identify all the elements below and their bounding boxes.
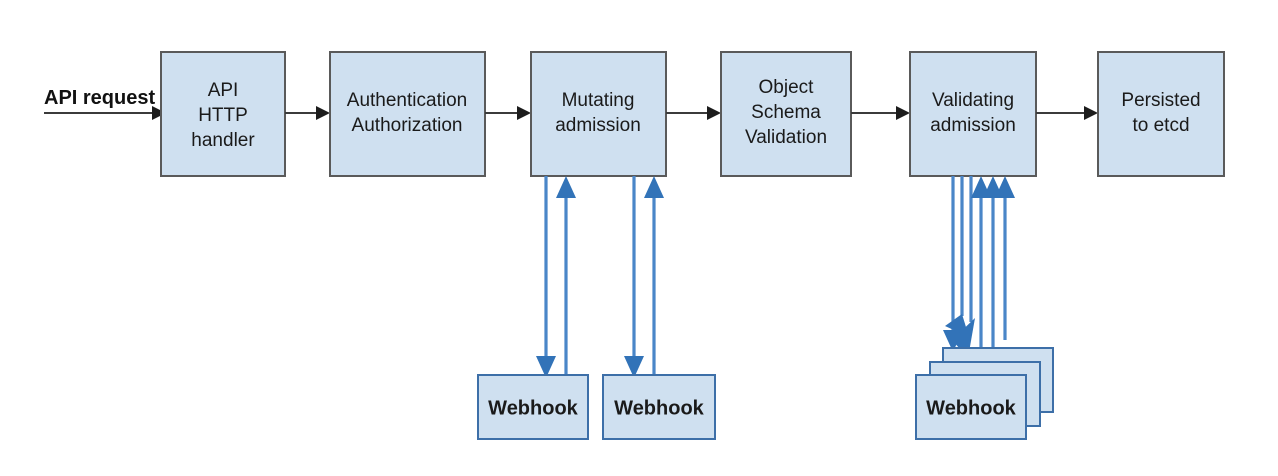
stage-label-line: Authentication <box>347 90 467 111</box>
connector-mutating-webhook-2-call <box>624 176 644 378</box>
connector-authentication-to-mutating <box>485 106 531 120</box>
stage-label-line: Persisted <box>1121 90 1200 111</box>
webhook-box[interactable]: Webhook <box>915 374 1027 440</box>
connector-api-http-handler-to-authentication <box>285 106 330 120</box>
stage-label-line: handler <box>191 130 255 151</box>
entry-arrow-icon <box>44 106 166 120</box>
connector-validating-webhook-1-return <box>971 176 991 362</box>
stage-label-line: admission <box>555 115 641 136</box>
entry-label: API request <box>44 87 155 109</box>
webhook-label: Webhook <box>614 397 705 419</box>
connector-object-schema-to-validating <box>851 106 910 120</box>
stage-object-schema-validation[interactable]: Object Schema Validation <box>720 51 852 177</box>
connector-validating-webhook-2-call <box>945 176 969 337</box>
stage-label-line: Validation <box>745 127 827 148</box>
connector-mutating-to-object-schema <box>666 106 721 120</box>
stage-label-line: Object <box>759 77 815 98</box>
stage-authentication-authorization[interactable]: Authentication Authorization <box>329 51 486 177</box>
stage-label-line: Validating <box>932 90 1014 111</box>
stage-label-line: Authorization <box>352 115 463 136</box>
stage-label-line: API <box>208 80 239 101</box>
stage-label-line: admission <box>930 115 1016 136</box>
stage-api-http-handler[interactable]: API HTTP handler <box>160 51 286 177</box>
connector-validating-to-persisted <box>1036 106 1098 120</box>
connector-mutating-webhook-1-return <box>556 176 576 375</box>
stage-label-line: HTTP <box>198 105 248 126</box>
stage-mutating-admission[interactable]: Mutating admission <box>530 51 667 177</box>
connector-validating-webhook-2-return <box>983 176 1003 350</box>
webhook-box[interactable]: Webhook <box>477 374 589 440</box>
webhook-box[interactable]: Webhook <box>602 374 716 440</box>
webhook-label: Webhook <box>488 397 579 419</box>
stage-label-line: to etcd <box>1132 115 1189 136</box>
connector-mutating-webhook-1-call <box>536 176 556 378</box>
stage-label-line: Mutating <box>562 90 635 111</box>
stage-label-line: Schema <box>751 102 821 123</box>
connector-mutating-webhook-2-return <box>644 176 664 375</box>
stage-validating-admission[interactable]: Validating admission <box>909 51 1037 177</box>
webhook-label: Webhook <box>926 397 1017 419</box>
connector-validating-webhook-3-return <box>995 176 1015 340</box>
stage-persisted-to-etcd[interactable]: Persisted to etcd <box>1097 51 1225 177</box>
